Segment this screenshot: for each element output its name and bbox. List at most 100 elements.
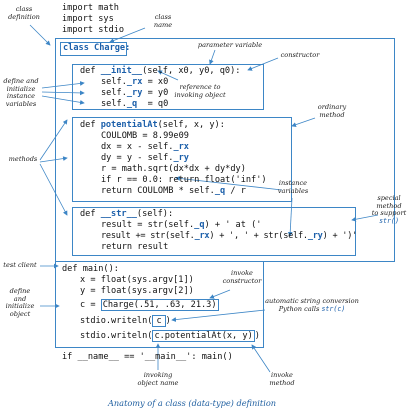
auto-conversion-code: str(c) — [321, 304, 346, 313]
potential-params: (self, x, y): — [157, 120, 225, 130]
attr-rx: _rx — [173, 142, 189, 152]
label-define-init: define and initialize instance variables — [3, 77, 39, 108]
arrow-special-method — [351, 214, 379, 222]
code-writeln: stdio.writeln( — [80, 316, 153, 326]
code-dy: dy = y - self. — [101, 153, 174, 163]
potential-line-5: if r == 0.0: return float('inf') — [101, 175, 267, 185]
code-at: ) + ' at (' — [204, 220, 262, 230]
arrow-instance-vars-1 — [175, 176, 283, 191]
special-method-code: str() — [379, 216, 399, 225]
str-params: (self): — [136, 209, 174, 219]
attr-q: _q — [194, 220, 205, 230]
label-parameter-variable: parameter variable — [197, 41, 263, 49]
code-dx: dx = x - self. — [101, 142, 174, 152]
attr-rx: _rx — [126, 77, 143, 87]
label-reference-invoking: reference to invoking object — [174, 83, 226, 99]
auto-conversion-line2: Python calls — [278, 304, 322, 313]
str-def: def — [80, 209, 101, 219]
potential-line-4: r = math.sqrt(dx*dx + dy*dy) — [101, 164, 246, 174]
potential-line-6: return COULOMB * self._q / r — [101, 186, 246, 197]
arrow-instance-vars-2 — [287, 197, 293, 237]
init-line-ry: self._ry = y0 — [101, 88, 168, 99]
code-result: result += str(self. — [101, 231, 195, 241]
import-stdio: import stdio — [62, 25, 125, 35]
arrow-init-2 — [41, 90, 85, 96]
init-method-box — [72, 64, 264, 110]
init-signature: def __init__(self, x0, y0, q0): — [80, 66, 240, 77]
import-sys: import sys — [62, 14, 114, 24]
label-instance-variables: instance variables — [277, 179, 309, 195]
label-class-name: class name — [153, 13, 173, 29]
potential-method-box — [72, 117, 292, 202]
main-guard: if __name__ == '__main__': main() — [62, 352, 233, 362]
object-c-box: c — [152, 315, 166, 327]
attr-q: _q — [126, 99, 138, 109]
code-close: ) — [254, 331, 260, 341]
arrow-class-definition — [29, 24, 51, 46]
init-params: (self, x0, y0, q0): — [142, 66, 241, 76]
arrow-reference-invoking — [157, 70, 179, 81]
arrow-parameter-variable — [209, 49, 216, 65]
code-self: self. — [101, 77, 127, 87]
arrow-init-1 — [41, 81, 85, 89]
main-line-5: stdio.writeln(c.potentialAt(x, y)) — [80, 330, 260, 342]
main-line-3: c = Charge(.51, .63, 21.3) — [80, 299, 219, 311]
code-concat: ) + ', ' + str(self. — [209, 231, 308, 241]
label-ordinary-method: ordinary method — [317, 103, 347, 119]
str-line-1: result = str(self._q) + ' at (' — [101, 220, 261, 231]
attr-ry: _ry — [126, 88, 143, 98]
arrow-invoke-constructor — [209, 289, 231, 299]
str-line-2: result += str(self._rx) + ', ' + str(sel… — [101, 231, 357, 242]
attr-ry: _ry — [307, 231, 323, 241]
code-self: self. — [101, 88, 127, 98]
init-line-rx: self._rx = x0 — [101, 77, 168, 88]
str-signature: def __str__(self): — [80, 209, 173, 220]
code-result: result = str(self. — [101, 220, 195, 230]
str-line-3: return result — [101, 242, 169, 252]
arrow-methods-1 — [39, 119, 68, 161]
label-methods: methods — [8, 155, 38, 163]
arrow-methods-3 — [39, 163, 68, 216]
arrow-invoke-method — [251, 344, 271, 373]
code-assign: = q0 — [137, 99, 169, 109]
code-self: self. — [101, 99, 127, 109]
potential-line-2: dx = x - self._rx — [101, 142, 189, 153]
code-c-assign: c = — [80, 300, 101, 310]
arrow-auto-conversion — [171, 309, 266, 322]
constructor-call: Charge(.51, .63, 21.3) — [100, 299, 219, 311]
attr-rx: _rx — [194, 231, 210, 241]
potential-signature: def potentialAt(self, x, y): — [80, 120, 225, 131]
class-name-box — [60, 42, 127, 56]
label-constructor: constructor — [280, 51, 320, 59]
str-method-box — [72, 207, 356, 256]
code-div: / r — [225, 186, 246, 196]
potential-name: potentialAt — [100, 120, 158, 130]
label-test-client: test client — [3, 261, 37, 269]
main-function-box — [55, 261, 264, 348]
label-invoke-constructor: invoke constructor — [222, 269, 262, 285]
potential-line-1: COULOMB = 8.99e09 — [101, 131, 189, 141]
code-return: return COULOMB * self. — [101, 186, 215, 196]
method-call-box: c.potentialAt(x, y) — [152, 330, 255, 342]
arrow-methods-2 — [39, 156, 68, 163]
potential-def: def — [80, 120, 101, 130]
code-assign: = y0 — [142, 88, 169, 98]
code-close: ) — [165, 316, 171, 326]
attr-q: _q — [214, 186, 226, 196]
label-invoke-method: invoke method — [269, 371, 295, 387]
main-line-1: x = float(sys.argv[1]) — [80, 275, 194, 285]
code-writeln: stdio.writeln( — [80, 331, 153, 341]
label-invoking-object-name: invoking object name — [137, 371, 179, 387]
auto-conversion-line1: automatic string conversion — [265, 297, 359, 305]
attr-ry: _ry — [173, 153, 189, 163]
main-signature: def main(): — [62, 264, 119, 274]
figure-caption: Anatomy of a class (data-type) definitio… — [108, 398, 277, 408]
main-line-4: stdio.writeln(c) — [80, 315, 171, 327]
class-declaration: class Charge: — [63, 43, 131, 53]
arrow-class-name — [109, 27, 146, 43]
import-math: import math — [62, 3, 119, 13]
